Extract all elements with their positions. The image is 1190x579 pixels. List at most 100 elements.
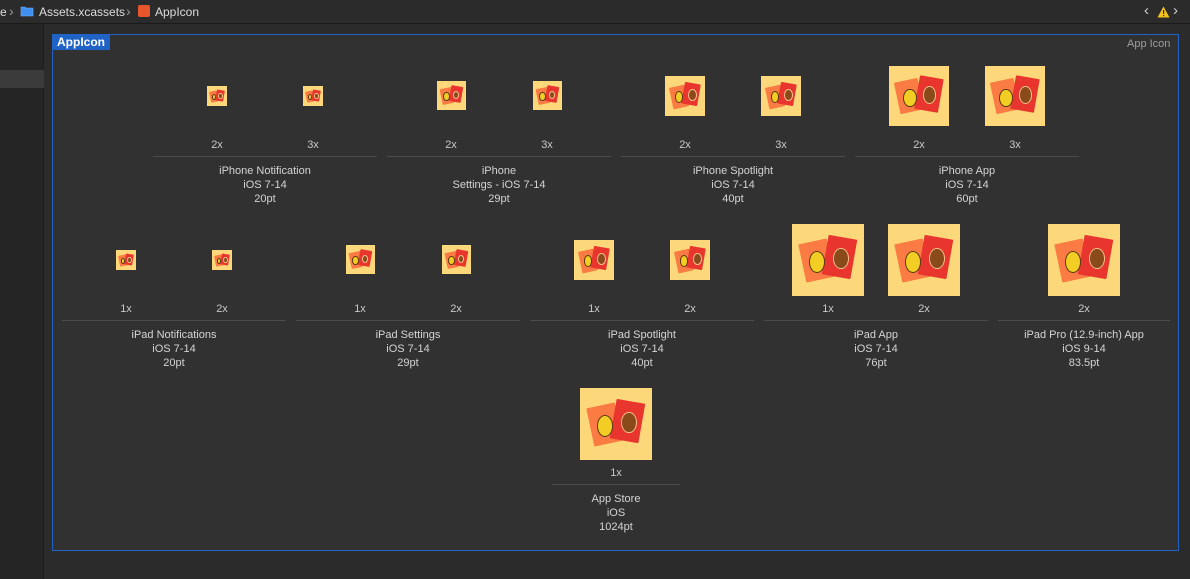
app-icon-image[interactable] xyxy=(1048,224,1120,296)
scale-label: 2x xyxy=(684,303,696,315)
app-icon-image[interactable] xyxy=(207,86,227,106)
group-divider xyxy=(530,320,754,321)
icon-group-label: iPad Settings iOS 7-14 29pt xyxy=(296,328,520,370)
app-icon-image[interactable] xyxy=(792,224,864,296)
icon-group-label: iPad Notifications iOS 7-14 20pt xyxy=(62,328,286,370)
breadcrumb-item-catalog[interactable]: Assets.xcassets xyxy=(39,5,126,19)
group-os: iOS 7-14 xyxy=(386,343,430,355)
group-divider xyxy=(552,484,680,485)
scale-label: 3x xyxy=(775,139,787,151)
chevron-right-icon[interactable]: › xyxy=(1173,2,1178,19)
icon-group-label: iPhone Notification iOS 7-14 20pt xyxy=(153,164,377,206)
breadcrumb-item-set[interactable]: AppIcon xyxy=(155,5,200,19)
app-icon-image[interactable] xyxy=(212,250,232,270)
group-device: iPhone App xyxy=(938,165,996,177)
app-icon-image[interactable] xyxy=(580,388,652,460)
group-os: iOS 7-14 xyxy=(711,179,755,191)
group-os: iOS 7-14 xyxy=(945,179,989,191)
group-divider xyxy=(621,156,845,157)
scale-label: 3x xyxy=(541,139,553,151)
group-os: iOS 7-14 xyxy=(620,343,664,355)
outline-item-selected[interactable] xyxy=(0,70,44,88)
scale-label: 1x xyxy=(120,303,132,315)
group-device: iPad Notifications xyxy=(131,329,217,341)
group-size: 40pt xyxy=(631,357,653,369)
scale-label: 2x xyxy=(913,139,925,151)
chevron-right-icon: › xyxy=(9,3,14,19)
group-size: 20pt xyxy=(254,193,276,205)
group-size: 40pt xyxy=(722,193,744,205)
scale-label: 2x xyxy=(918,303,930,315)
scale-label: 3x xyxy=(1009,139,1021,151)
group-device: iPad App xyxy=(853,329,899,341)
scale-label: 2x xyxy=(445,139,457,151)
group-os: iOS 7-14 xyxy=(854,343,898,355)
group-divider xyxy=(387,156,611,157)
app-icon-image[interactable] xyxy=(665,76,705,116)
group-size: 29pt xyxy=(397,357,419,369)
group-divider xyxy=(296,320,520,321)
app-icon-image[interactable] xyxy=(303,86,323,106)
group-divider xyxy=(153,156,377,157)
group-os: iOS 7-14 xyxy=(243,179,287,191)
breadcrumb-item-project[interactable]: e xyxy=(0,5,7,19)
app-icon-image[interactable] xyxy=(574,240,614,280)
group-os: Settings - iOS 7-14 xyxy=(452,179,546,191)
group-divider xyxy=(855,156,1079,157)
group-device: iPhone Spotlight xyxy=(692,165,774,177)
group-device: iPad Settings xyxy=(375,329,441,341)
icon-group-label: iPhone App iOS 7-14 60pt xyxy=(855,164,1079,206)
icon-set-name: AppIcon xyxy=(52,34,110,50)
app-icon-image[interactable] xyxy=(436,81,466,110)
icon-group-label: iPad Spotlight iOS 7-14 40pt xyxy=(530,328,754,370)
warning-icon[interactable] xyxy=(1157,6,1170,18)
group-device: iPad Pro (12.9-inch) App xyxy=(1024,329,1144,341)
group-size: 76pt xyxy=(865,357,887,369)
group-size: 29pt xyxy=(488,193,510,205)
group-device: iPad Spotlight xyxy=(608,329,676,341)
scale-label: 1x xyxy=(822,303,834,315)
group-device: iPhone xyxy=(481,165,517,177)
app-icon-image[interactable] xyxy=(345,245,375,274)
app-icon-image[interactable] xyxy=(532,81,562,110)
group-size: 83.5pt xyxy=(1068,357,1100,369)
chevron-right-icon: › xyxy=(126,3,131,19)
group-divider xyxy=(764,320,988,321)
icon-group-label: App Store iOS 1024pt xyxy=(504,492,728,534)
app-icon-image[interactable] xyxy=(670,240,710,280)
icon-group-label: iPad App iOS 7-14 76pt xyxy=(764,328,988,370)
group-size: 60pt xyxy=(956,193,978,205)
icon-set-type-label: App Icon xyxy=(1127,38,1171,50)
chevron-left-icon[interactable]: ‹ xyxy=(1144,2,1149,19)
scale-label: 1x xyxy=(588,303,600,315)
group-os: iOS 9-14 xyxy=(1062,343,1106,355)
app-icon-image[interactable] xyxy=(985,66,1045,126)
app-icon-thumbnail-icon xyxy=(138,5,150,17)
group-size: 1024pt xyxy=(599,521,633,533)
group-device: iPhone Notification xyxy=(219,165,311,177)
scale-label: 2x xyxy=(450,303,462,315)
app-icon-image[interactable] xyxy=(441,245,471,274)
scale-label: 2x xyxy=(216,303,228,315)
app-icon-image[interactable] xyxy=(889,66,949,126)
scale-label: 2x xyxy=(1078,303,1090,315)
icon-group-label: iPad Pro (12.9-inch) App iOS 9-14 83.5pt xyxy=(972,328,1190,370)
group-os: iOS 7-14 xyxy=(152,343,196,355)
scale-label: 3x xyxy=(307,139,319,151)
group-os: iOS xyxy=(606,507,626,519)
app-icon-image[interactable] xyxy=(116,250,136,270)
folder-icon xyxy=(20,6,34,17)
group-size: 20pt xyxy=(163,357,185,369)
scale-label: 1x xyxy=(610,467,622,479)
group-divider xyxy=(62,320,286,321)
scale-label: 2x xyxy=(211,139,223,151)
group-device: App Store xyxy=(591,493,641,505)
scale-label: 2x xyxy=(679,139,691,151)
group-divider xyxy=(998,320,1170,321)
app-icon-image[interactable] xyxy=(761,76,801,116)
icon-group-label: iPhone Spotlight iOS 7-14 40pt xyxy=(621,164,845,206)
outline-sidebar[interactable] xyxy=(0,24,44,579)
breadcrumb: e › Assets.xcassets › AppIcon ‹ › xyxy=(0,0,1190,24)
app-icon-image[interactable] xyxy=(888,224,960,296)
